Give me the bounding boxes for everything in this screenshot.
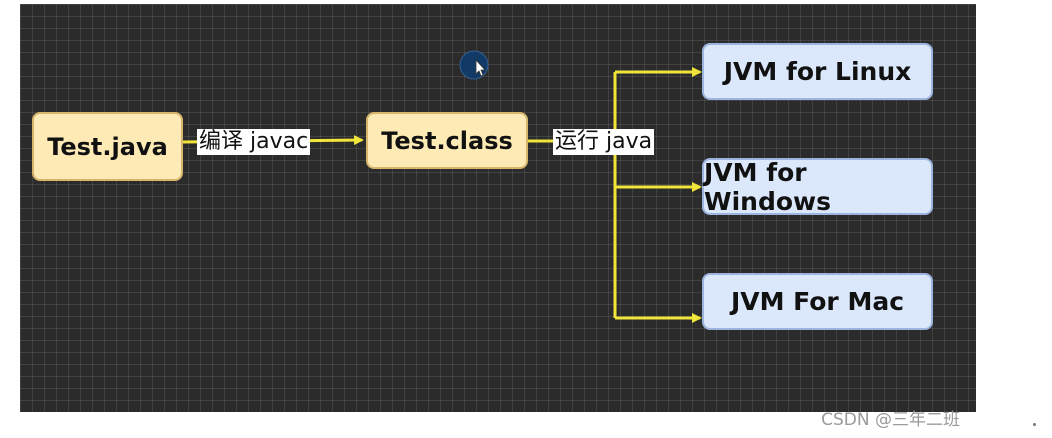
mouse-cursor-icon	[459, 50, 489, 80]
edge-label-run: 运行 java	[553, 129, 655, 155]
edge-label-compile: 编译 javac	[197, 129, 311, 155]
node-test-class: Test.class	[366, 112, 528, 169]
node-jvm-mac: JVM For Mac	[702, 273, 933, 330]
watermark-text: CSDN @三年二班	[821, 410, 960, 430]
node-jvm-windows: JVM for Windows	[702, 158, 933, 216]
node-test-java: Test.java	[32, 112, 183, 181]
node-jvm-linux: JVM for Linux	[702, 43, 933, 100]
corner-dot	[1033, 423, 1036, 426]
